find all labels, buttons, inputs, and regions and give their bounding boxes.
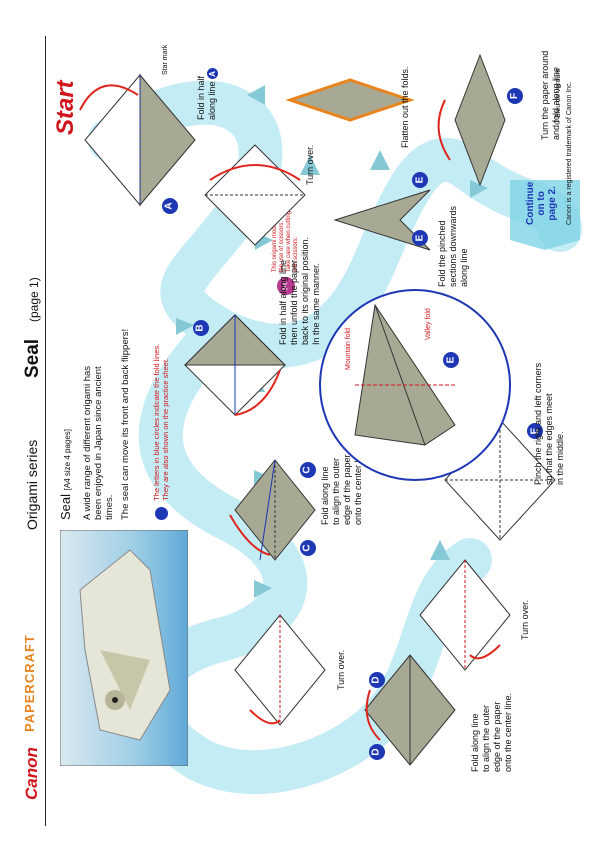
- brand-logo: Canon: [22, 747, 41, 800]
- step5-diagram: [234, 614, 326, 726]
- start-label: Start: [52, 80, 79, 135]
- step3-diagram: [183, 314, 287, 416]
- step10-diagram: [285, 78, 415, 122]
- series-label: Origami series: [24, 439, 40, 530]
- step6-diagram: [364, 654, 456, 766]
- valley-fold-label: Valley fold: [425, 308, 432, 340]
- badge-a: A: [162, 198, 178, 214]
- continue-arrow: [510, 180, 580, 250]
- badge-e-bottom: E: [412, 230, 428, 246]
- intro-heading: Seal [A4 size 4 pages]: [58, 428, 73, 520]
- badge-e-top: E: [412, 172, 428, 188]
- step5-text: Turn over.: [336, 649, 346, 690]
- badge-c-top: C: [300, 462, 316, 478]
- step7-text: Turn over.: [520, 599, 530, 640]
- badge-d-top: D: [369, 672, 385, 688]
- badge-d-bottom: D: [369, 744, 385, 760]
- badge-b: B: [193, 320, 209, 336]
- step2-text: Turn over.: [305, 144, 315, 185]
- page-number-label: (page 1): [27, 277, 41, 322]
- copyright-line2: Canon is a registered trademark of Canon…: [566, 81, 573, 225]
- step9-diagram: [333, 189, 431, 251]
- step7-diagram: [419, 559, 511, 671]
- seal-photo: [60, 530, 188, 766]
- header-rule: [45, 36, 46, 826]
- badge-f: F: [507, 88, 523, 104]
- step1-diagram: [79, 73, 196, 207]
- badge-e-zoom: E: [443, 352, 459, 368]
- step2-diagram: [204, 144, 306, 246]
- badge-c-bottom: C: [300, 540, 316, 556]
- papercraft-logo: PAPERCRAFT: [22, 634, 37, 732]
- step1-text: Fold in half along lineA: [196, 68, 218, 120]
- zoom-detail: [319, 289, 511, 481]
- page-title: Seal: [22, 338, 43, 378]
- mountain-fold-label: Mountain fold: [345, 327, 352, 370]
- intro-body: A wide range of different origami has be…: [82, 328, 131, 520]
- fold-letter-note: The letters in blue circles indicate the…: [152, 344, 170, 520]
- star-mark-label: Star mark: [162, 44, 169, 75]
- step10-text: Flatten out the folds.: [400, 66, 410, 148]
- step4-diagram: [229, 459, 316, 561]
- step11-diagram: [437, 53, 506, 187]
- badge-e-step8: E: [527, 423, 543, 439]
